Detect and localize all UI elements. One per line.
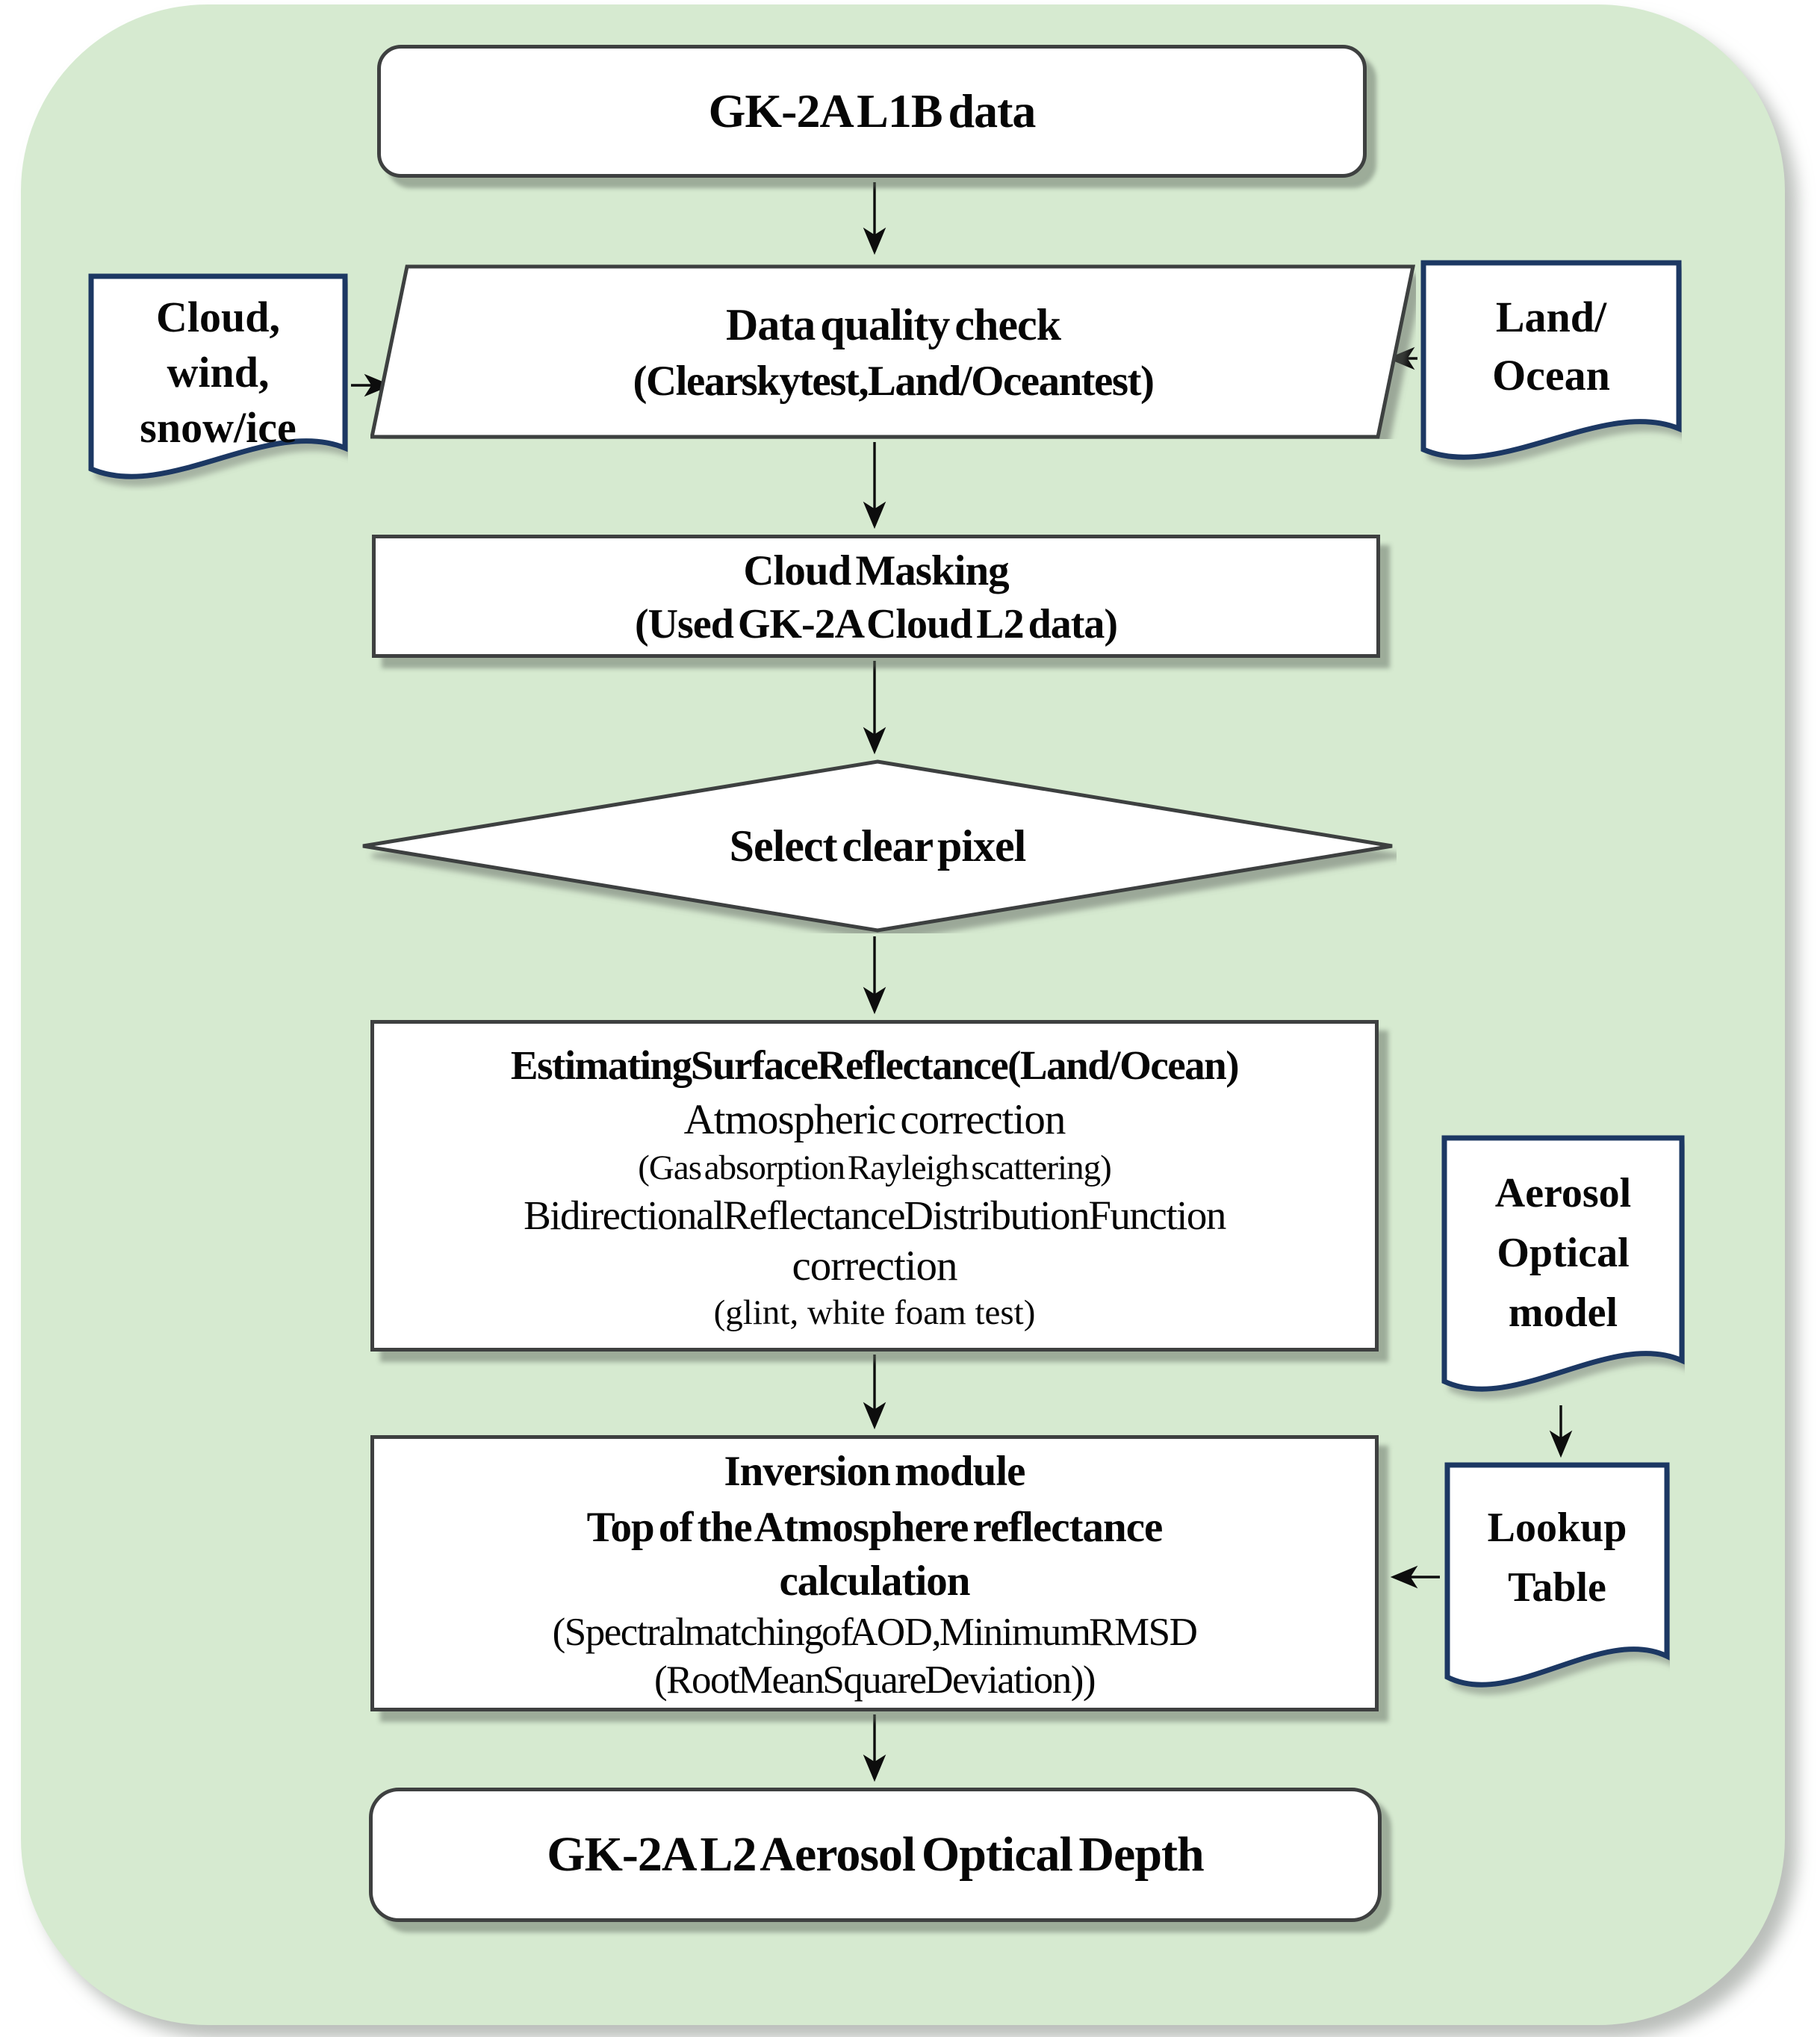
node-inversion-module: Inversion module Top of the Atmosphere r… bbox=[370, 1435, 1379, 1711]
node-cloud-masking: Cloud Masking (Used GK-2A Cloud L2 data) bbox=[372, 535, 1380, 658]
node-aerosol-optical-model-document: Aerosol Optical model bbox=[1441, 1135, 1685, 1404]
surface-line1: Estimating Surface Reflectance(Land/Ocea… bbox=[510, 1042, 1240, 1088]
cloud-doc-line2: wind, bbox=[167, 348, 270, 396]
node-l1b-data: GK-2A L1B data bbox=[377, 45, 1367, 178]
lookup-doc-line2: Table bbox=[1508, 1564, 1606, 1611]
output-label: GK-2A L2 Aerosol Optical Depth bbox=[547, 1827, 1204, 1882]
parallelogram-shape bbox=[370, 264, 1416, 439]
document-shape bbox=[88, 273, 348, 479]
inversion-line2: Top of the Atmosphere reflectance bbox=[586, 1504, 1164, 1551]
node-data-quality-check: Data quality check (Clear sky test, Land… bbox=[370, 264, 1416, 439]
diamond-shape bbox=[362, 759, 1393, 933]
aerosol-doc-line2: Optical bbox=[1497, 1230, 1630, 1276]
cloud-doc-line1: Cloud, bbox=[155, 293, 280, 341]
quality-line2: (Clear sky test, Land/Ocean test) bbox=[633, 358, 1155, 405]
masking-line2: (Used GK-2A Cloud L2 data) bbox=[634, 600, 1118, 647]
inversion-line5: (Root Mean Square Deviation)) bbox=[653, 1658, 1096, 1702]
land-doc-line2: Ocean bbox=[1492, 351, 1610, 399]
surface-line4: Bidirectional Reflectance Distribution F… bbox=[524, 1192, 1226, 1238]
surface-line2: Atmospheric correction bbox=[683, 1096, 1066, 1143]
node-lookup-table-document: Lookup Table bbox=[1444, 1462, 1670, 1699]
select-pixel-label: Select clear pixel bbox=[729, 821, 1027, 871]
inversion-line3: calculation bbox=[779, 1558, 971, 1605]
masking-line1: Cloud Masking bbox=[743, 547, 1009, 594]
quality-line1: Data quality check bbox=[726, 300, 1061, 349]
document-shape bbox=[1444, 1462, 1670, 1688]
inversion-line1: Inversion module bbox=[724, 1448, 1026, 1495]
aerosol-doc-line3: model bbox=[1508, 1290, 1618, 1336]
node-select-clear-pixel: Select clear pixel bbox=[358, 759, 1397, 933]
node-surface-reflectance: Estimating Surface Reflectance(Land/Ocea… bbox=[370, 1020, 1379, 1352]
node-l2-aod-output: GK-2A L2 Aerosol Optical Depth bbox=[369, 1788, 1382, 1922]
lookup-doc-line1: Lookup bbox=[1487, 1505, 1627, 1551]
node-cloud-wind-snowice-document: Cloud, wind, snow/ice bbox=[88, 273, 348, 491]
node-l1b-label: GK-2A L1B data bbox=[708, 84, 1037, 137]
node-land-ocean-document: Land/ Ocean bbox=[1420, 260, 1682, 472]
inversion-line4: (Spectral matching of AOD, Minimum RMSD bbox=[552, 1611, 1198, 1654]
aerosol-doc-line1: Aerosol bbox=[1494, 1170, 1632, 1216]
surface-line3: (Gas absorption Rayleigh scattering) bbox=[638, 1148, 1111, 1187]
surface-line5: correction bbox=[792, 1243, 957, 1290]
document-shape bbox=[1441, 1135, 1685, 1392]
document-shape bbox=[1420, 260, 1682, 460]
surface-line6: (glint, white foam test) bbox=[713, 1293, 1036, 1332]
cloud-doc-line3: snow/ice bbox=[140, 403, 296, 452]
land-doc-line1: Land/ bbox=[1495, 293, 1607, 341]
